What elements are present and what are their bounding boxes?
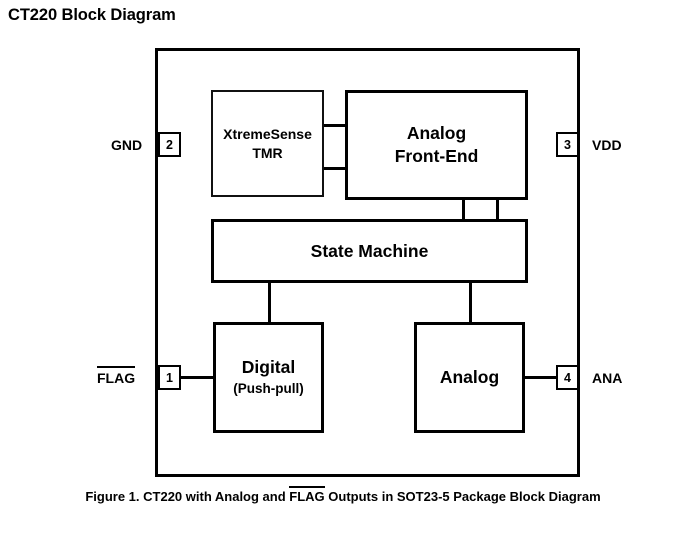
pin-label-vdd: VDD xyxy=(592,137,622,153)
wire-afe-to-state-machine-right xyxy=(496,198,499,221)
block-digital-output-line1: Digital xyxy=(241,357,296,378)
figure-caption-flag: FLAG xyxy=(289,486,326,504)
wire-pin1-to-digital xyxy=(178,376,215,379)
block-xtremesense-tmr-line1: XtremeSense xyxy=(223,126,312,143)
pin-pad-3: 3 xyxy=(556,132,579,157)
wire-tmr-to-afe-upper xyxy=(322,124,347,127)
block-digital-output: Digital (Push-pull) xyxy=(213,322,324,433)
block-analog-front-end-line1: Analog xyxy=(406,123,467,144)
pin-label-ana: ANA xyxy=(592,370,622,386)
pin-number-4: 4 xyxy=(564,370,571,385)
page-title: CT220 Block Diagram xyxy=(8,6,176,24)
wire-state-machine-to-analog xyxy=(469,281,472,324)
pin-pad-1: 1 xyxy=(158,365,181,390)
pin-label-flag: FLAG xyxy=(97,366,136,386)
wire-analog-to-pin4 xyxy=(523,376,560,379)
wire-state-machine-to-digital xyxy=(268,281,271,324)
pin-pad-4: 4 xyxy=(556,365,579,390)
pin-number-2: 2 xyxy=(166,137,173,152)
wire-tmr-to-afe-lower xyxy=(322,167,347,170)
pin-pad-2: 2 xyxy=(158,132,181,157)
pin-number-3: 3 xyxy=(564,137,571,152)
pin-number-1: 1 xyxy=(166,370,173,385)
figure-caption-part1: Figure 1. CT220 with Analog and xyxy=(85,489,290,504)
block-analog-output-label: Analog xyxy=(439,367,500,387)
block-analog-front-end: Analog Front-End xyxy=(345,90,528,200)
figure-caption: Figure 1. CT220 with Analog and FLAG Out… xyxy=(0,486,686,504)
pin-label-gnd: GND xyxy=(111,137,142,153)
block-digital-output-line2: (Push-pull) xyxy=(233,381,304,396)
pin-label-gnd-text: GND xyxy=(111,137,143,153)
block-analog-output: Analog xyxy=(414,322,525,433)
wire-afe-to-state-machine-left xyxy=(462,198,465,221)
pin-label-ana-text: ANA xyxy=(592,370,623,386)
figure-caption-part2: Outputs in SOT23-5 Package Block Diagram xyxy=(324,489,601,504)
block-state-machine: State Machine xyxy=(211,219,528,283)
block-xtremesense-tmr: XtremeSense TMR xyxy=(211,90,324,197)
pin-label-vdd-text: VDD xyxy=(592,137,622,153)
block-analog-front-end-line2: Front-End xyxy=(394,146,479,166)
pin-label-flag-text: FLAG xyxy=(97,366,136,386)
block-xtremesense-tmr-line2: TMR xyxy=(252,144,283,161)
block-state-machine-label: State Machine xyxy=(310,240,429,261)
